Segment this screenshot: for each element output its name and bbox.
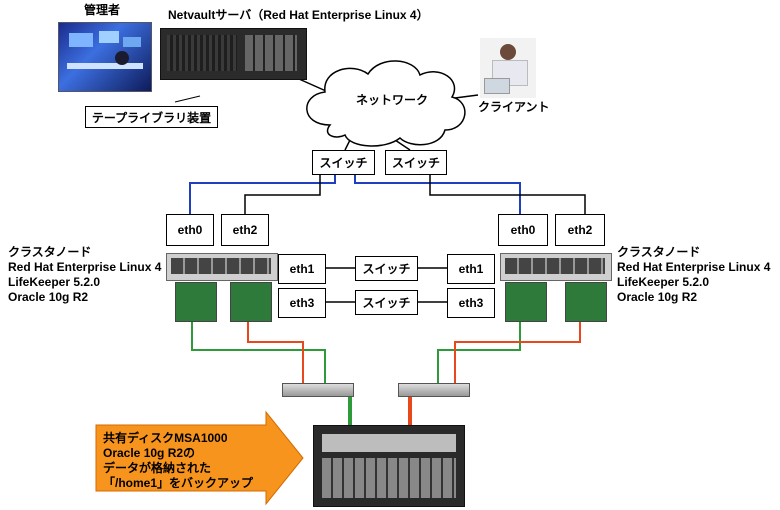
fibre-hub-left (282, 383, 354, 397)
switch-middle-2: スイッチ (355, 290, 418, 315)
left-node-nic-1-image (175, 282, 217, 322)
server-label: Netvaultサーバ（Red Hat Enterprise Linux 4） (168, 8, 429, 22)
tape-library-label: テープライブラリ装置 (85, 106, 218, 128)
left-eth2: eth2 (221, 214, 269, 246)
shared-disk-line-4: 「/home1」をバックアップ (103, 476, 254, 490)
right-node-oracle: Oracle 10g R2 (617, 290, 698, 304)
right-node-info: クラスタノード Red Hat Enterprise Linux 4 LifeK… (617, 245, 770, 305)
left-node-title: クラスタノード (8, 245, 92, 259)
shared-disk-description: 共有ディスクMSA1000 Oracle 10g R2の データが格納された 「… (103, 431, 253, 491)
right-node-server-image (500, 253, 612, 281)
left-node-os: Red Hat Enterprise Linux 4 (8, 260, 162, 274)
left-eth0: eth0 (166, 214, 214, 246)
right-node-title: クラスタノード (617, 245, 701, 259)
left-node-lifekeeper: LifeKeeper 5.2.0 (8, 275, 101, 289)
server-image (160, 28, 307, 80)
switch-middle-1: スイッチ (355, 256, 418, 281)
right-node-nic-1-image (505, 282, 547, 322)
left-node-server-image (166, 253, 278, 281)
right-eth3: eth3 (447, 288, 495, 318)
shared-disk-line-3: データが格納された (103, 461, 212, 475)
right-eth1: eth1 (447, 254, 495, 284)
left-node-nic-2-image (230, 282, 272, 322)
right-node-os: Red Hat Enterprise Linux 4 (617, 260, 771, 274)
shared-disk-image (313, 425, 465, 507)
shared-disk-line-2: Oracle 10g R2の (103, 446, 196, 460)
left-eth1: eth1 (278, 254, 326, 284)
right-eth2: eth2 (555, 214, 605, 246)
admin-label: 管理者 (84, 3, 121, 17)
right-node-nic-2-image (565, 282, 607, 322)
admin-image (58, 22, 152, 92)
switch-top-right: スイッチ (385, 150, 447, 175)
client-image (480, 38, 536, 98)
left-eth3: eth3 (278, 288, 326, 318)
shared-disk-line-1: 共有ディスクMSA1000 (103, 431, 228, 445)
fibre-hub-right (398, 383, 470, 397)
left-node-info: クラスタノード Red Hat Enterprise Linux 4 LifeK… (8, 245, 161, 305)
client-label: クライアント (478, 100, 550, 114)
network-label: ネットワーク (356, 93, 429, 107)
right-eth0: eth0 (498, 214, 548, 246)
right-node-lifekeeper: LifeKeeper 5.2.0 (617, 275, 710, 289)
switch-top-left: スイッチ (312, 150, 375, 175)
left-node-oracle: Oracle 10g R2 (8, 290, 89, 304)
